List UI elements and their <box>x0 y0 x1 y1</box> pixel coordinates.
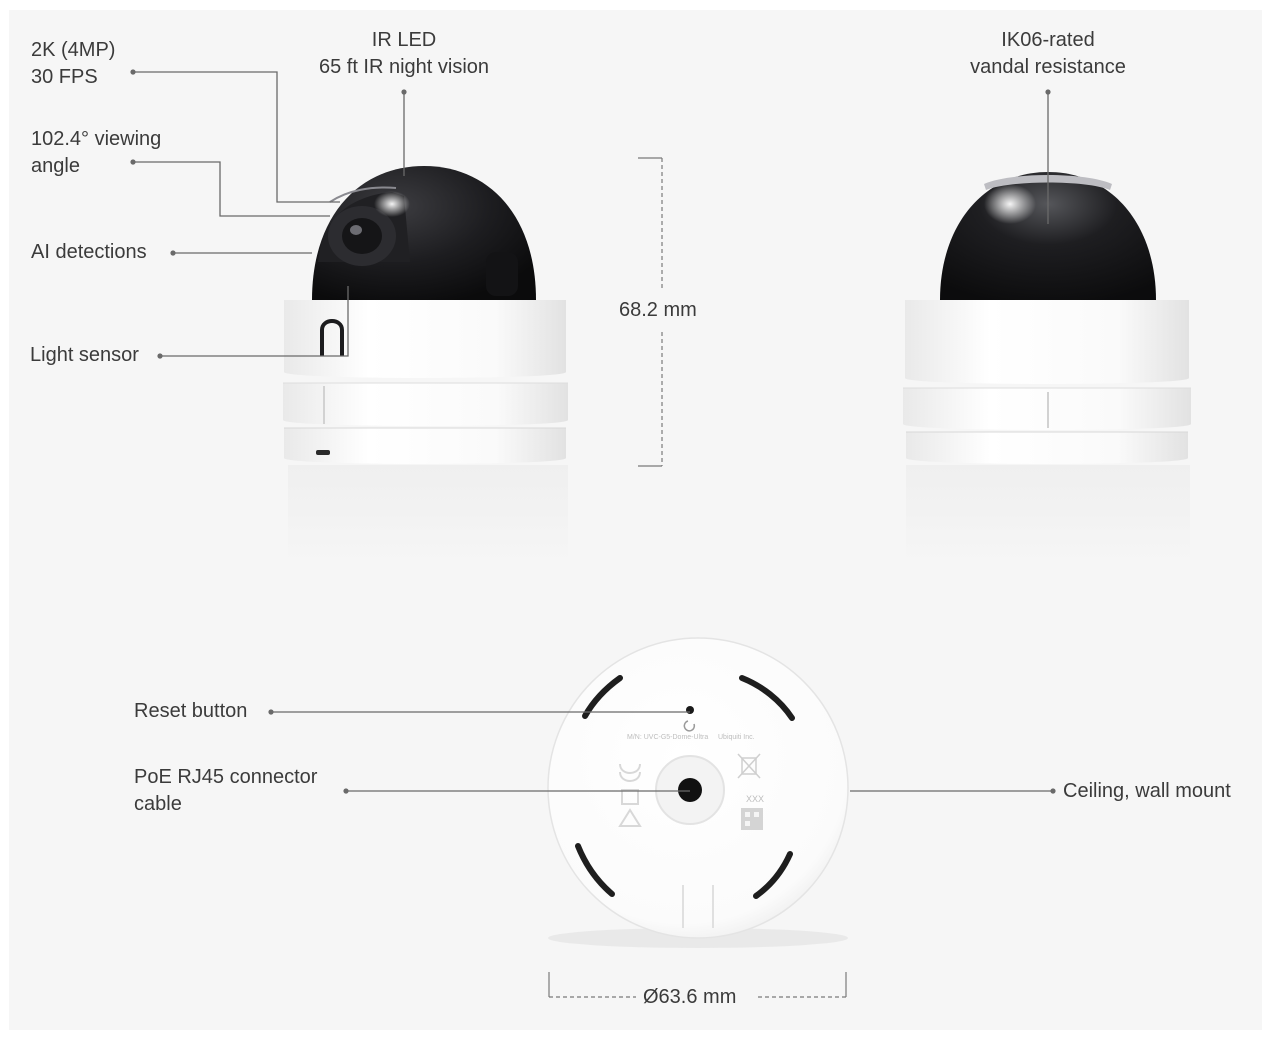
mount-label: Ceiling, wall mount <box>1063 780 1231 802</box>
port-slot <box>316 450 330 455</box>
manufacturer-text: Ubiquiti Inc. <box>718 734 755 741</box>
viewing-angle-label: 102.4° viewing angle <box>31 128 162 177</box>
poe-connector-label: PoE RJ45 connector cable <box>134 766 318 815</box>
logo-icon <box>320 319 344 356</box>
reset-arrow-icon <box>683 720 696 732</box>
height-dimension-label: 68.2 mm <box>619 299 697 321</box>
resolution-label: 2K (4MP) 30 FPS <box>31 39 116 88</box>
camera-back-plate <box>547 637 849 948</box>
diameter-dimension-line <box>548 972 847 998</box>
rj45-port-icon <box>678 778 702 802</box>
certification-marks-icon <box>618 763 642 827</box>
side-camera <box>903 172 1191 565</box>
leader-lines <box>133 71 1053 792</box>
diameter-dimension-label: Ø63.6 mm <box>643 986 737 1008</box>
ai-detections-label: AI detections <box>31 241 147 263</box>
qr-code-icon <box>741 808 763 830</box>
model-number-text: M/N: UVC-G5-Dome-Ultra <box>627 734 709 741</box>
vandal-resistance-label: IK06-rated vandal resistance <box>970 29 1126 78</box>
ir-led-label: IR LED 65 ft IR night vision <box>318 29 490 78</box>
leader-dots <box>130 69 1056 794</box>
reset-button-label: Reset button <box>134 700 248 722</box>
code-text: XXX <box>746 794 765 804</box>
height-dimension-line <box>638 157 663 467</box>
weee-bin-icon <box>737 753 761 779</box>
front-camera <box>283 166 568 565</box>
light-sensor-label: Light sensor <box>30 344 139 366</box>
reset-button-icon <box>686 706 694 714</box>
